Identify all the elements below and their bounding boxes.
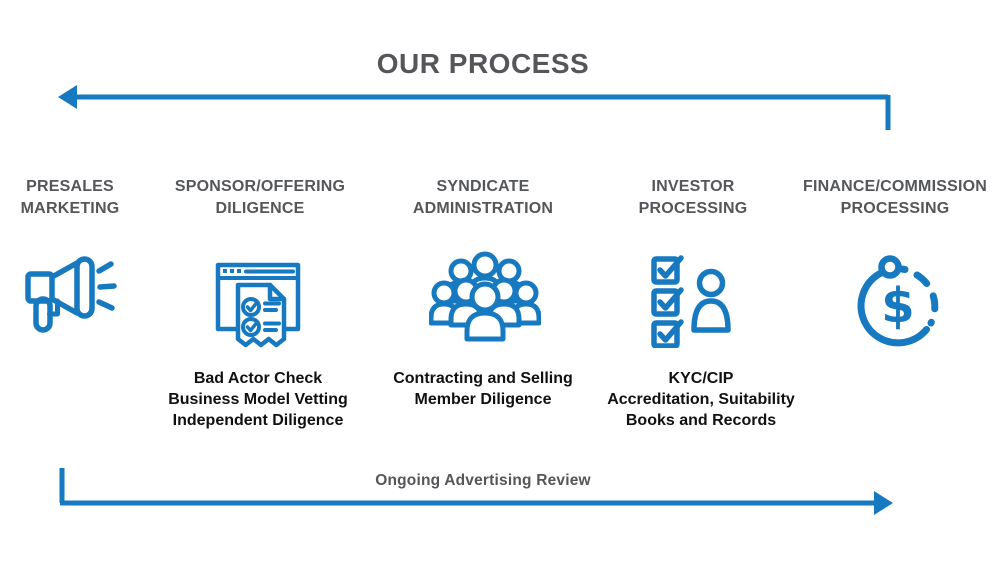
checklist-person-icon [645, 252, 741, 348]
detail-line: Independent Diligence [172, 412, 344, 429]
detail-line: Contracting and Selling [393, 370, 573, 387]
svg-text:$: $ [881, 278, 914, 334]
stage-header-finance-commission-processing: FINANCE/COMMISSION PROCESSING [802, 178, 988, 217]
people-group-icon [429, 249, 541, 349]
detail-line: Accreditation, Suitability [607, 391, 795, 408]
stage-details-syndicate: Contracting and Selling Member Diligence [375, 368, 591, 410]
dollar-coin-icon: $ [850, 252, 946, 348]
page-title: OUR PROCESS [376, 48, 590, 79]
stage-header-presales-marketing: PRESALES MARKETING [20, 178, 120, 217]
detail-line: Books and Records [625, 412, 777, 429]
ongoing-review-label: Ongoing Advertising Review [375, 472, 591, 489]
detail-line: KYC/CIP [668, 370, 734, 387]
detail-line: Bad Actor Check [193, 370, 323, 387]
stage-header-syndicate-administration: SYNDICATE ADMINISTRATION [412, 178, 554, 217]
stage-details-investor: KYC/CIP Accreditation, Suitability Books… [590, 368, 812, 431]
detail-line: Member Diligence [414, 391, 552, 408]
stage-header-sponsor-offering-diligence: SPONSOR/OFFERING DILIGENCE [174, 178, 346, 217]
stage-header-investor-processing: INVESTOR PROCESSING [638, 178, 748, 217]
detail-line: Business Model Vetting [168, 391, 348, 408]
top-left-arrow [58, 85, 891, 130]
megaphone-icon [23, 249, 119, 345]
stage-details-sponsor-offering: Bad Actor Check Business Model Vetting I… [150, 368, 366, 431]
diligence-document-icon [210, 255, 306, 351]
